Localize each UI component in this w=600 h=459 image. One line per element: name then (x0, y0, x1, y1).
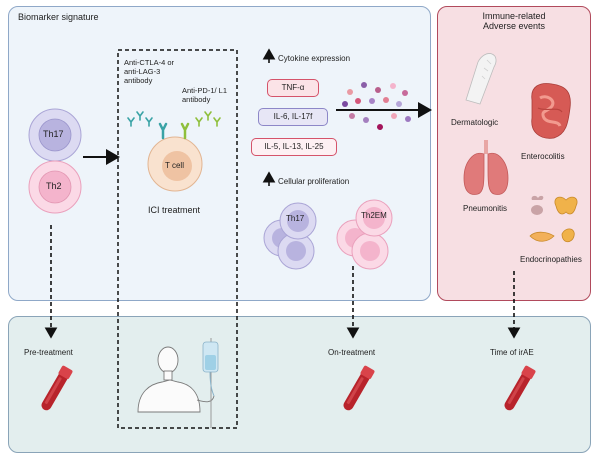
endocrine-organs-icon (529, 195, 578, 243)
blood-tube-icon (504, 365, 536, 411)
endocrinopathies-label: Endocrinopathies (520, 255, 582, 264)
blood-tube-icon (343, 365, 375, 411)
pneumonitis-label: Pneumonitis (463, 204, 508, 213)
t-cell (147, 122, 203, 192)
th17-cell-cluster (263, 202, 317, 270)
th2-label: Th2 (46, 181, 62, 191)
intestine-icon (531, 83, 571, 139)
th17-cell (28, 108, 82, 162)
th2em-cluster-label: Th2EM (361, 211, 387, 220)
t-cell-label: T cell (165, 161, 184, 170)
biomarker-panel-title: Biomarker signature (18, 12, 99, 22)
on-treatment-label: On-treatment (328, 348, 376, 357)
antibody-green-icons (195, 111, 221, 127)
cytokine-dots (342, 82, 411, 130)
cytokine-header: Cytokine expression (278, 54, 351, 63)
anti-ctla4-label: Anti-CTLA-4 or anti-LAG-3 antibody (124, 58, 175, 85)
th2em-cell-cluster (336, 199, 393, 270)
dermatologic-label: Dermatologic (451, 118, 499, 127)
cytokine-pill-il5: IL-5, IL-13, IL-25 (251, 138, 337, 156)
irae-panel-title: Immune-related Adverse events (437, 11, 591, 31)
th17-label: Th17 (43, 129, 64, 139)
iv-bag-icon (202, 338, 219, 428)
pre-treatment-label: Pre-treatment (24, 348, 73, 357)
blood-tube-icon (41, 365, 73, 411)
timeline-panel (8, 316, 591, 453)
skin-arm-icon (465, 53, 497, 105)
th2-cell (28, 160, 82, 214)
irae-title-line1: Immune-related (482, 11, 546, 21)
cytokine-pill-il6: IL-6, IL-17f (258, 108, 328, 126)
cytokine-pill-tnf: TNF-α (267, 79, 319, 97)
irae-title-line2: Adverse events (482, 21, 546, 31)
ici-treatment-label: ICI treatment (148, 205, 201, 215)
ici-dashed-box (117, 49, 238, 429)
time-of-irae-label: Time of irAE (490, 348, 534, 357)
irae-panel (437, 6, 591, 301)
lung-icon (463, 140, 509, 195)
antibody-teal-icons (127, 111, 153, 127)
patient-infusion-illustration (137, 346, 215, 413)
anti-pd1-label: Anti-PD-1/ L1 antibody (182, 86, 228, 104)
proliferation-header: Cellular proliferation (278, 177, 350, 186)
th17-cluster-label: Th17 (286, 214, 305, 223)
enterocolitis-label: Enterocolitis (521, 152, 565, 161)
